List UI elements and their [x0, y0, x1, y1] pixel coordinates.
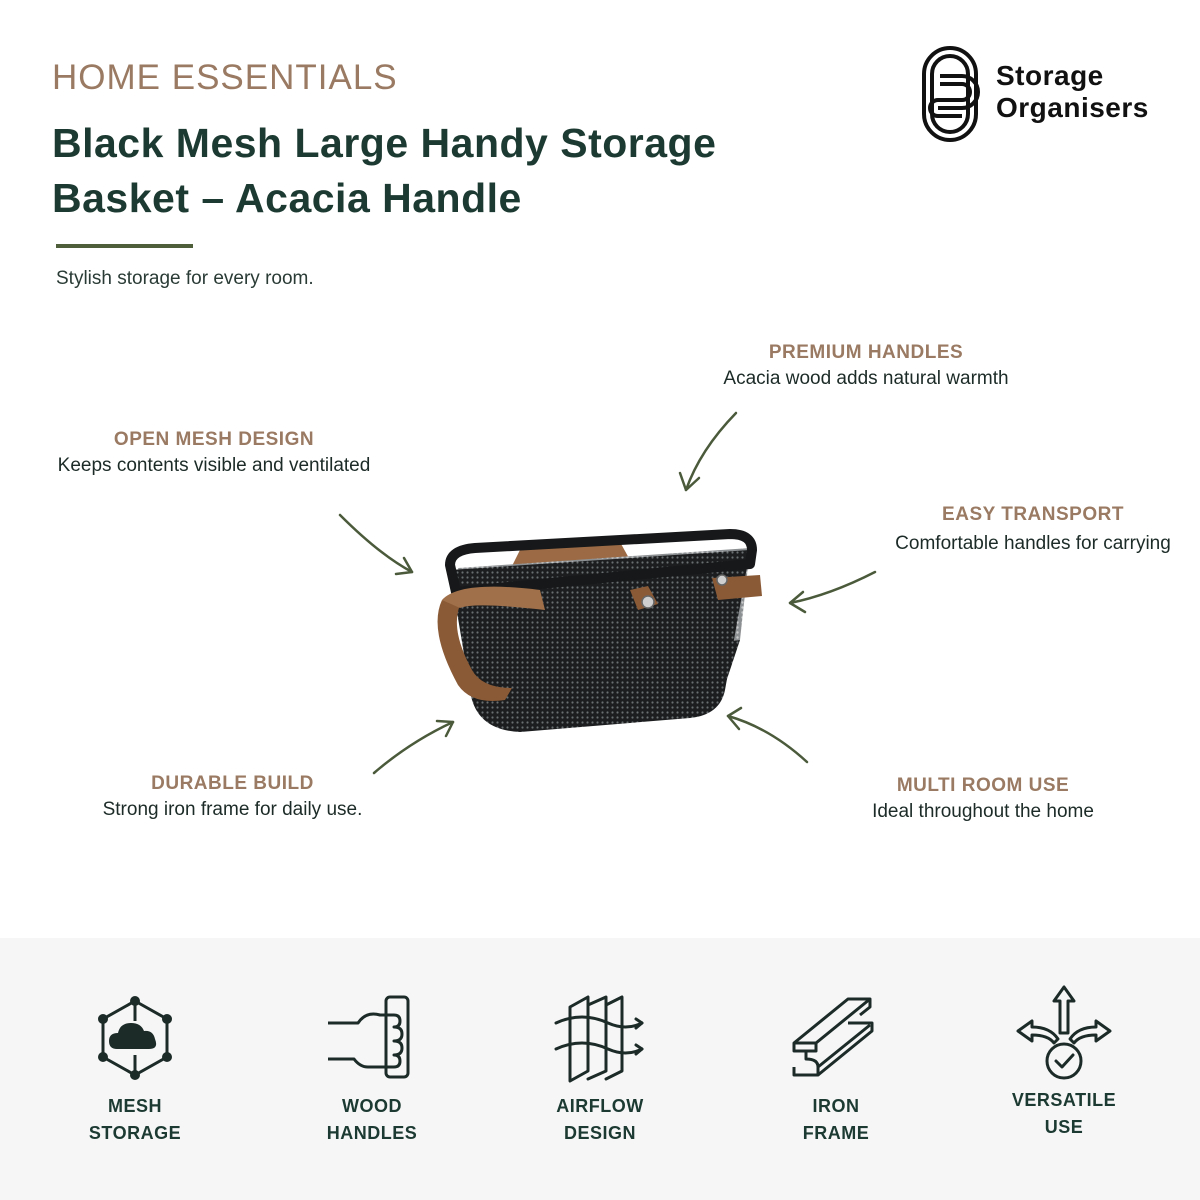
badge-label-line-1: WOOD — [342, 1096, 402, 1116]
badge-versatile-use: VERSATILE USE — [964, 983, 1164, 1141]
feature-description: Comfortable handles for carrying — [895, 533, 1171, 554]
brand-logo-line-2: Organisers — [996, 92, 1149, 123]
feature-durable-build: DURABLE BUILD Strong iron frame for dail… — [60, 771, 405, 823]
eyebrow-label: HOME ESSENTIALS — [52, 58, 398, 97]
basket-product-image — [437, 529, 762, 732]
feature-open-mesh: OPEN MESH DESIGN Keeps contents visible … — [14, 427, 414, 479]
badge-label-line-1: AIRFLOW — [556, 1096, 644, 1116]
airflow-icon — [554, 995, 644, 1083]
feature-premium-handles: PREMIUM HANDLES Acacia wood adds natural… — [666, 340, 1066, 392]
mesh-cloud-icon — [98, 996, 172, 1080]
badge-label: VERSATILE USE — [964, 1087, 1164, 1141]
feature-heading: EASY TRANSPORT — [942, 504, 1124, 525]
badge-label-line-2: DESIGN — [563, 1123, 636, 1143]
feature-multi-room: MULTI ROOM USE Ideal throughout the home — [833, 773, 1133, 825]
badge-label: WOOD HANDLES — [272, 1093, 472, 1147]
feature-heading: OPEN MESH DESIGN — [113, 429, 315, 450]
badge-label-line-2: FRAME — [802, 1123, 870, 1143]
badge-airflow-design: AIRFLOW DESIGN — [500, 993, 700, 1147]
iron-beam-icon — [792, 997, 874, 1077]
product-title: Black Mesh Large Handy Storage Basket – … — [52, 116, 852, 226]
arrow-easy-transport — [788, 570, 877, 614]
badge-wood-handles: WOOD HANDLES — [272, 993, 472, 1147]
badge-label: IRON FRAME — [736, 1093, 936, 1147]
badge-label: MESH STORAGE — [35, 1093, 235, 1147]
benefits-band — [0, 938, 1200, 1200]
badge-label-line-1: IRON — [812, 1096, 860, 1116]
arrow-premium-handles — [678, 411, 738, 492]
feature-description: Keeps contents visible and ventilated — [57, 455, 371, 476]
brand-logo-icon — [922, 46, 980, 142]
feature-easy-transport: EASY TRANSPORT Comfortable handles for c… — [858, 502, 1200, 557]
feature-heading: DURABLE BUILD — [151, 773, 314, 794]
feature-heading: PREMIUM HANDLES — [768, 342, 964, 363]
product-title-line-1: Black Mesh Large Handy Storage — [52, 120, 717, 166]
versatile-arrows-icon — [1016, 985, 1112, 1080]
feature-description: Strong iron frame for daily use. — [102, 799, 363, 820]
feature-description: Acacia wood adds natural warmth — [723, 368, 1009, 389]
product-title-line-2: Basket – Acacia Handle — [52, 175, 522, 221]
tagline: Stylish storage for every room. — [56, 268, 314, 289]
badge-label-line-2: HANDLES — [326, 1123, 418, 1143]
feature-heading: MULTI ROOM USE — [896, 775, 1070, 796]
badge-mesh-storage: MESH STORAGE — [35, 993, 235, 1147]
badge-label-line-1: VERSATILE — [1011, 1090, 1117, 1110]
hand-grip-icon — [328, 995, 410, 1079]
feature-description: Ideal throughout the home — [872, 801, 1094, 822]
badge-label-line-1: MESH — [107, 1096, 162, 1116]
title-underline — [56, 244, 193, 248]
brand-logo-line-1: Storage — [996, 60, 1104, 91]
badge-label-line-2: USE — [1044, 1117, 1084, 1137]
badge-label-line-2: STORAGE — [88, 1123, 182, 1143]
arrow-open-mesh — [338, 513, 414, 576]
brand-logo-text: Storage Organisers — [996, 60, 1149, 124]
badge-iron-frame: IRON FRAME — [736, 993, 936, 1147]
badge-label: AIRFLOW DESIGN — [500, 1093, 700, 1147]
